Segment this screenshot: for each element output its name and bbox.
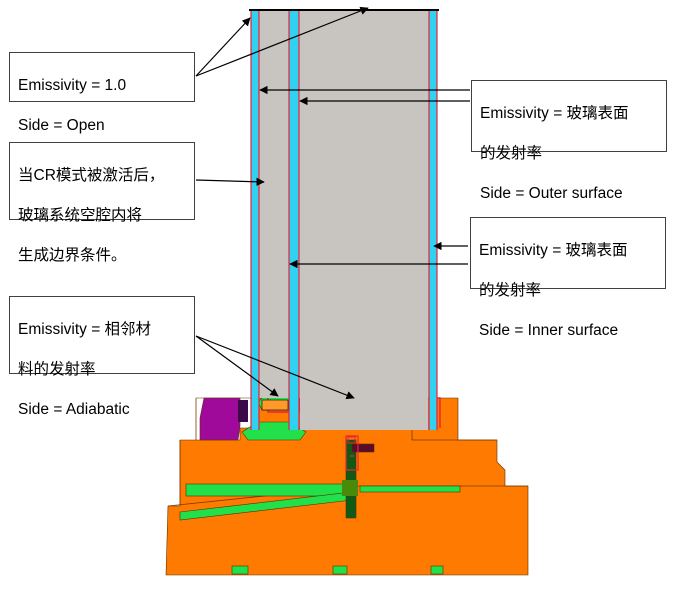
callout-cavity-line1: 当CR模式被激活后， [18,167,165,184]
arrow-open-outer [195,17,251,77]
callout-adiabatic-line1: Emissivity = 相邻材 [18,321,152,338]
thermal-break-strip-1 [185,483,353,497]
callout-inner-line1: Emissivity = 玻璃表面 [479,242,628,259]
callout-adiabatic-side: Emissivity = 相邻材 料的发射率 Side = Adiabatic [9,296,195,418]
callout-open-line2: Side = Open [18,117,105,134]
glass-base-boundary [345,435,359,471]
glass-pane-inner [429,10,437,430]
center-bar-cap [342,480,358,496]
callout-inner-surface: Emissivity = 玻璃表面 的发射率 Side = Inner surf… [470,217,666,339]
glass-cavity-outer [259,10,289,398]
glass-bottom-spacer [300,398,428,430]
callout-arrows [195,6,470,400]
callout-open-line1: Emissivity = 1.0 [18,77,127,94]
callout-outer-line3: Side = Outer surface [480,185,623,202]
glass-cavity-inner [299,10,429,398]
callout-cavity-condition: 当CR模式被激活后， 玻璃系统空腔内将 生成边界条件。 [9,142,195,264]
callout-outer-line2: 的发射率 [480,145,543,162]
callout-adiabatic-line2: 料的发射率 [18,361,96,378]
purple-seal [199,397,241,441]
callout-open-side: Emissivity = 1.0 Side = Open [9,52,195,134]
maroon-block [351,443,375,453]
callout-inner-line2: 的发射率 [479,282,542,299]
center-bar [345,439,357,519]
callout-outer-surface: Emissivity = 玻璃表面 的发射率 Side = Outer surf… [471,80,667,202]
callout-outer-line1: Emissivity = 玻璃表面 [480,105,629,122]
arrow-cavity [195,177,265,186]
thermal-break-strip-3 [359,485,461,493]
arrow-adiabatic1 [195,335,279,397]
glazing-unit [249,9,439,430]
frame-notch-3 [430,565,444,575]
spacer-pocket [261,399,289,411]
callout-adiabatic-line3: Side = Adiabatic [18,401,130,418]
arrow-adiabatic2 [195,335,355,400]
callout-cavity-line3: 生成边界条件。 [18,247,127,264]
glass-pane-middle [289,10,299,430]
purple-seal-inner [238,400,248,422]
arrow-open-top [195,6,369,77]
callout-cavity-line2: 玻璃系统空腔内将 [18,207,143,224]
frame-notch-1 [231,565,249,575]
callout-inner-line3: Side = Inner surface [479,322,619,339]
frame-notch-2 [332,565,348,575]
red-marker-small [347,436,356,444]
glass-pane-outer [251,10,259,430]
